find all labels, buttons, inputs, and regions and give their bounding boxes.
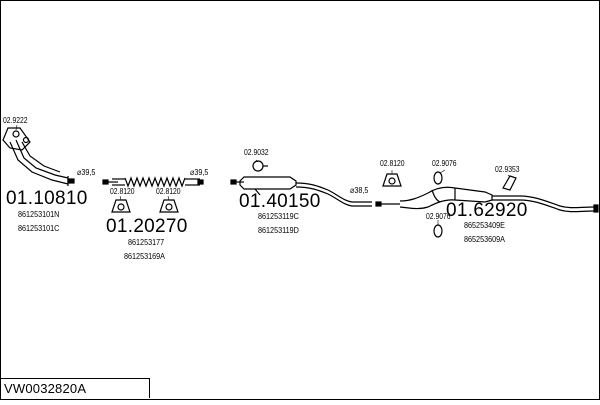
oem-number-g1-2: 861253101C [18, 223, 60, 233]
diameter-label-d1: ⌀39,5 [77, 167, 96, 177]
ring-2 [433, 224, 443, 238]
part-number-g4: 01.62920 [446, 200, 528, 221]
oem-number-g2-2: 861253169A [124, 251, 165, 261]
accessory-label-a7: 02.9353 [495, 165, 520, 174]
oem-number-g3-1: 861253119C [258, 211, 299, 221]
oem-number-g4-2: 865253609A [464, 234, 505, 244]
accessory-label-a1: 02.9222 [3, 116, 28, 125]
rear-silencer [381, 186, 599, 213]
part-number-g3: 01.40150 [239, 191, 321, 212]
connector-1 [102, 179, 118, 185]
clamp-1 [252, 160, 268, 172]
part-number-g2: 01.20270 [106, 216, 188, 237]
oem-number-g2-1: 861253177 [128, 237, 165, 247]
diameter-label-d3: ⌀38,5 [350, 185, 369, 195]
rubber-mount-2 [159, 199, 179, 213]
leader-lines [15, 124, 511, 225]
oem-number-g1-1: 861253101N [18, 209, 60, 219]
bracket-1 [502, 175, 517, 191]
accessory-label-a2: 02.8120 [110, 187, 135, 196]
diameter-label-d2: ⌀39,5 [190, 167, 209, 177]
model-code: VW0032820A [4, 381, 87, 396]
oem-number-g4-1: 865253409E [464, 220, 505, 230]
accessory-label-a4: 02.9032 [244, 148, 269, 157]
part-number-g1: 01.10810 [6, 188, 88, 209]
model-code-box: VW0032820A [0, 378, 150, 398]
accessory-label-a6: 02.9076 [432, 159, 457, 168]
accessory-label-a3: 02.8120 [156, 187, 181, 196]
rubber-mount-1 [111, 199, 131, 213]
accessory-label-a8: 02.9076 [426, 212, 451, 221]
front-pipe [2, 127, 75, 186]
front-silencer [230, 176, 382, 207]
ring-1 [433, 171, 443, 185]
rubber-mount-3 [382, 173, 402, 187]
accessory-label-a5: 02.8120 [380, 159, 405, 168]
oem-number-g3-2: 861253119D [258, 225, 299, 235]
flex-pipe [112, 176, 204, 188]
